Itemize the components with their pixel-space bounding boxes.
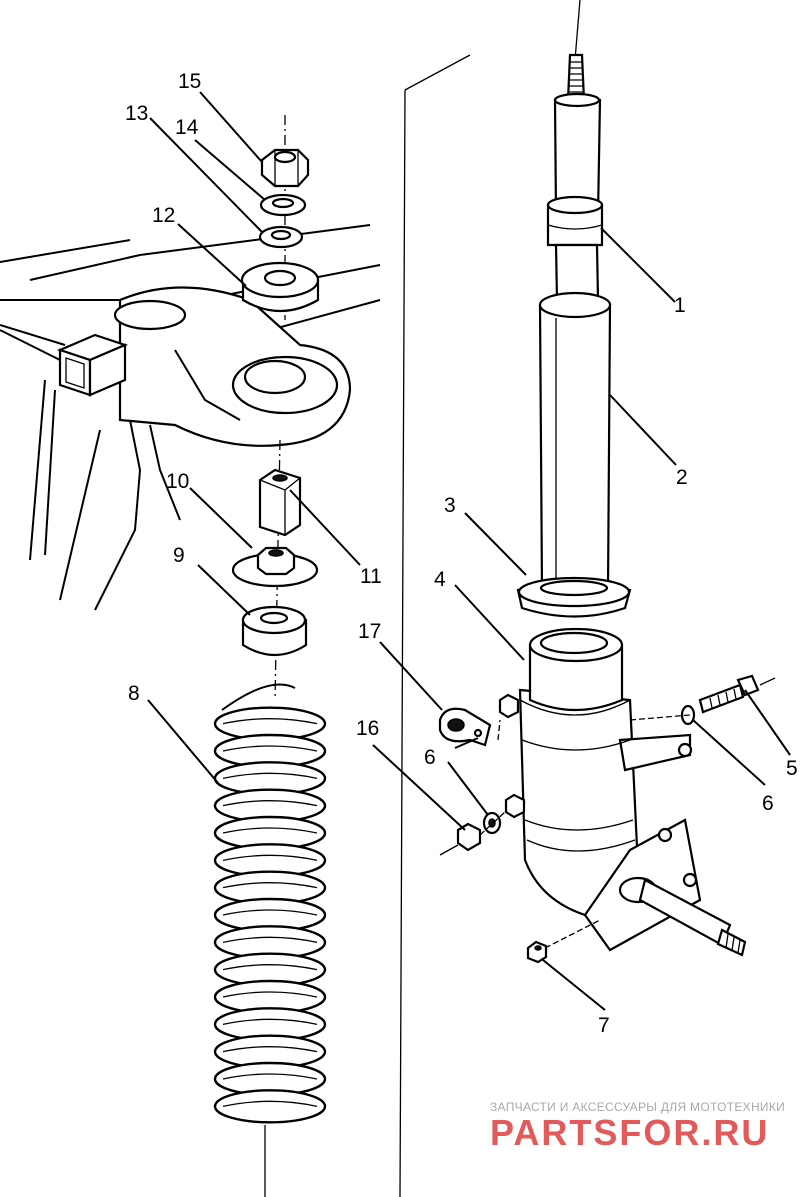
part-strut-rod-1 — [546, 53, 604, 302]
part-coil-spring-9 — [213, 683, 327, 1124]
part-washer-14 — [258, 225, 304, 249]
part-clamp-17 — [438, 707, 492, 747]
part-washer-15 — [259, 193, 307, 217]
spring-coil-inner — [222, 909, 318, 916]
callout-6-right: 6 — [762, 792, 774, 815]
callout-12: 11 — [360, 565, 382, 588]
callout-1: 1 — [674, 294, 686, 317]
callout-2: 2 — [676, 466, 688, 489]
callout-16: 15 — [178, 70, 201, 93]
part-washer-6-left — [482, 811, 502, 835]
spring-coil-inner — [222, 854, 318, 861]
spring-coil-inner — [222, 936, 318, 943]
spring-coil-inner — [222, 882, 318, 889]
callout-9: 8 — [128, 682, 140, 705]
spring-coil-inner — [222, 745, 318, 752]
spring-coil-inner — [222, 718, 318, 725]
callout-15: 14 — [175, 116, 199, 139]
part-plate-11 — [231, 546, 319, 588]
part-nut-housing — [498, 693, 526, 819]
part-bushing-10 — [241, 605, 308, 656]
callout-13: 12 — [152, 204, 175, 227]
callout-11: 10 — [166, 470, 189, 493]
callout-7: 7 — [598, 1014, 610, 1037]
spring-coil-inner — [222, 1018, 318, 1025]
spring-coil-inner — [222, 827, 318, 834]
part-spring-seat-3 — [516, 576, 632, 618]
callout-8: 16 — [356, 717, 379, 740]
callout-14: 13 — [125, 102, 148, 125]
part-nut-16 — [260, 148, 310, 188]
part-bushing-13 — [240, 261, 320, 313]
frame-arm — [0, 224, 381, 611]
hardware-axis-lines — [439, 677, 776, 949]
part-shock-body-2 — [538, 291, 612, 592]
part-nut-8 — [456, 822, 482, 852]
spring-coil-inner — [222, 1100, 318, 1107]
spring-coil-inner — [222, 800, 318, 807]
callout-17: 17 — [358, 620, 381, 643]
callout-4: 4 — [434, 568, 446, 591]
part-spacer-12 — [258, 468, 302, 537]
spring-coil-inner — [222, 991, 318, 998]
part-bolt-5 — [698, 674, 760, 714]
spring-coil-inner — [222, 1046, 318, 1053]
callout-10: 9 — [173, 544, 185, 567]
spring-coil-inner — [222, 964, 318, 971]
spring-coil — [213, 1089, 327, 1124]
watermark-tagline: ЗАПЧАСТИ И АКСЕССУАРЫ ДЛЯ МОТОТЕХНИКИ — [490, 1100, 786, 1114]
callout-5: 5 — [786, 757, 798, 780]
spring-coil-inner — [222, 1073, 318, 1080]
watermark-logo: PARTSFOR.RU — [490, 1112, 770, 1153]
leader-lines — [147, 91, 791, 1011]
callout-3: 3 — [444, 494, 456, 517]
part-strut-housing-4 — [518, 627, 747, 957]
callout-6-left: 6 — [424, 746, 436, 769]
spring-end — [221, 683, 296, 711]
spring-coil-inner — [222, 772, 318, 779]
part-bolt-7 — [526, 940, 548, 964]
callout-labels: 15 13 14 12 10 9 8 11 1 2 3 4 17 6 16 5 … — [125, 70, 798, 1037]
